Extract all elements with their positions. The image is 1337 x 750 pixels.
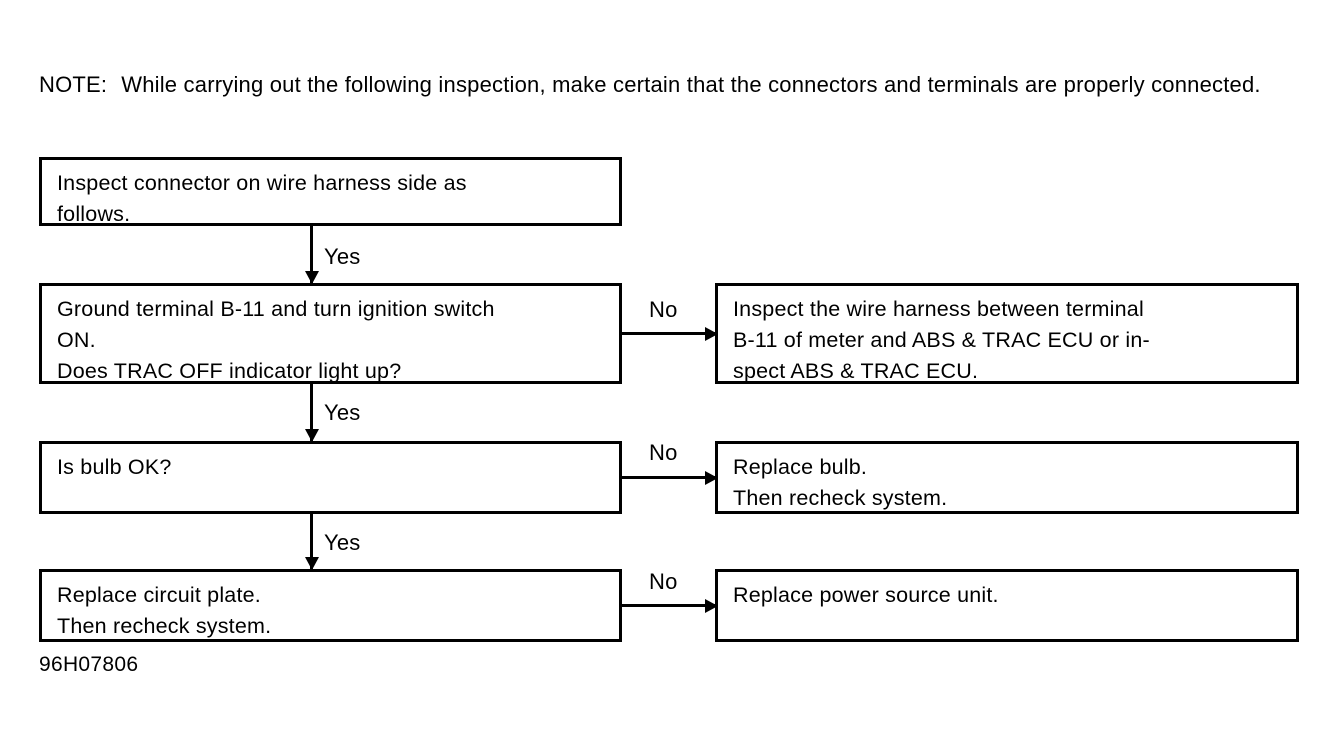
- connector-yes-arrow-1: [304, 226, 319, 284]
- flow-box-text: Replace power source unit.: [733, 583, 999, 607]
- flow-box-text: Ground terminal B-11 and turn ignition s…: [57, 297, 495, 383]
- flow-box-replace-power-source-unit: Replace power source unit.: [715, 569, 1299, 642]
- arrow-head-right-icon: [705, 598, 718, 613]
- edge-label-no-3: No: [649, 569, 678, 594]
- flow-box-text: Inspect connector on wire harness side a…: [57, 171, 467, 226]
- flow-box-replace-circuit-plate: Replace circuit plate. Then recheck syst…: [39, 569, 622, 642]
- flow-box-inspect-harness-ecu: Inspect the wire harness between termina…: [715, 283, 1299, 384]
- arrow-head-down-icon: [304, 429, 319, 442]
- figure-id: 96H07806: [39, 653, 139, 676]
- connector-no-arrow-2: [621, 470, 718, 485]
- flow-box-is-bulb-ok: Is bulb OK?: [39, 441, 622, 514]
- flow-box-inspect-connector: Inspect connector on wire harness side a…: [39, 157, 622, 226]
- edge-label-yes-3: Yes: [324, 530, 361, 555]
- edge-label-yes-2: Yes: [324, 400, 361, 425]
- flow-box-text: Is bulb OK?: [57, 455, 172, 479]
- note-paragraph: NOTE: While carrying out the following in…: [39, 68, 1309, 101]
- flow-box-text: Replace bulb. Then recheck system.: [733, 455, 948, 510]
- connector-no-arrow-1: [621, 326, 718, 341]
- arrow-head-right-icon: [705, 326, 718, 341]
- note-label: NOTE:: [39, 72, 108, 97]
- arrow-head-down-icon: [304, 557, 319, 570]
- connector-yes-arrow-2: [304, 384, 319, 442]
- edge-label-no-2: No: [649, 440, 678, 465]
- flow-box-replace-bulb: Replace bulb. Then recheck system.: [715, 441, 1299, 514]
- arrow-head-down-icon: [304, 271, 319, 284]
- note-text: While carrying out the following inspect…: [121, 72, 1261, 97]
- flow-box-text: Inspect the wire harness between termina…: [733, 297, 1150, 383]
- edge-label-yes-1: Yes: [324, 244, 361, 269]
- flow-box-ground-terminal: Ground terminal B-11 and turn ignition s…: [39, 283, 622, 384]
- flow-box-text: Replace circuit plate. Then recheck syst…: [57, 583, 272, 638]
- arrow-head-right-icon: [705, 470, 718, 485]
- edge-label-no-1: No: [649, 297, 678, 322]
- connector-yes-arrow-3: [304, 514, 319, 570]
- connector-no-arrow-3: [621, 598, 718, 613]
